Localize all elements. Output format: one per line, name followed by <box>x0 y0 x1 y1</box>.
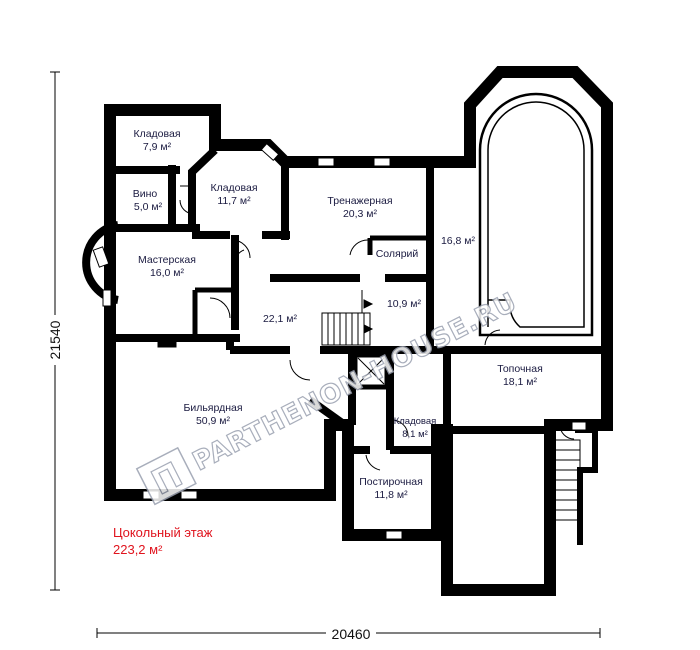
shaft-diagonal <box>357 357 385 385</box>
door-swing <box>234 249 245 266</box>
window <box>571 421 587 431</box>
room-name: Тренажерная <box>327 195 392 207</box>
door-swing <box>349 239 369 256</box>
room-name: Солярий <box>376 248 419 260</box>
door-swing <box>391 419 409 437</box>
room-name: Кладовая <box>394 416 437 427</box>
door-swing <box>289 359 311 381</box>
door-swing <box>365 454 381 471</box>
room-labels: Кладовая 7,9 м² Вино 5,0 м² Кладовая 11,… <box>133 128 543 501</box>
interior-walls <box>110 147 607 454</box>
wall <box>307 396 348 429</box>
dimension-vertical <box>46 71 64 591</box>
room-name: Вино <box>133 188 158 200</box>
room-area: 16,0 м² <box>150 267 185 279</box>
watermark-logo-icon <box>135 446 197 506</box>
window <box>317 157 335 167</box>
room-area: 8,1 м² <box>402 429 428 440</box>
window <box>92 246 110 268</box>
dim-label-bg <box>326 624 376 642</box>
window <box>373 157 391 167</box>
door-swing <box>179 199 195 215</box>
windows <box>92 142 587 540</box>
shaft-cross <box>357 357 385 385</box>
dim-horizontal-label: 20460 <box>332 626 371 642</box>
stair-wall <box>575 427 598 545</box>
room-area: 11,8 м² <box>374 489 408 501</box>
room-area: 10,9 м² <box>387 298 422 310</box>
room-area: 20,3 м² <box>343 208 378 220</box>
wall <box>188 147 218 230</box>
room-area: 11,7 м² <box>217 195 251 207</box>
room-area: 7,9 м² <box>143 141 172 153</box>
stair-arrow-icon <box>363 299 374 309</box>
window <box>102 289 112 307</box>
dim-label-bg <box>46 315 64 365</box>
door-swing <box>559 424 575 440</box>
room-area: 22,1 м² <box>263 313 298 325</box>
room-name: Постирочная <box>359 476 423 488</box>
stair-arrow-icon <box>363 324 374 334</box>
room-area: 50,9 м² <box>196 415 231 427</box>
door-swing <box>484 329 501 346</box>
room-area: 5,0 м² <box>134 201 163 213</box>
room-area: 18,1 м² <box>503 376 538 388</box>
pool-inner <box>487 101 585 328</box>
main-stair <box>321 290 374 346</box>
room-name: Бильярдная <box>183 402 242 414</box>
floor-area: 223,2 м² <box>113 542 163 557</box>
doors <box>179 185 575 471</box>
room-name: Мастерская <box>138 254 196 266</box>
door-swing <box>231 239 251 259</box>
window <box>157 341 177 348</box>
pool <box>478 92 594 337</box>
dimension-horizontal <box>96 624 601 642</box>
room-area: 16,8 м² <box>441 235 476 247</box>
pool-outer <box>478 92 594 337</box>
window <box>385 530 403 540</box>
dim-vertical-label: 21540 <box>47 320 63 359</box>
room-name: Кладовая <box>210 182 257 194</box>
door-swing <box>209 297 231 319</box>
floor-label: Цокольный этаж <box>113 525 213 540</box>
window <box>180 490 198 500</box>
room-name: Кладовая <box>133 128 180 140</box>
window <box>260 142 280 162</box>
room-name: Топочная <box>497 363 543 375</box>
exterior-stair <box>549 427 598 545</box>
